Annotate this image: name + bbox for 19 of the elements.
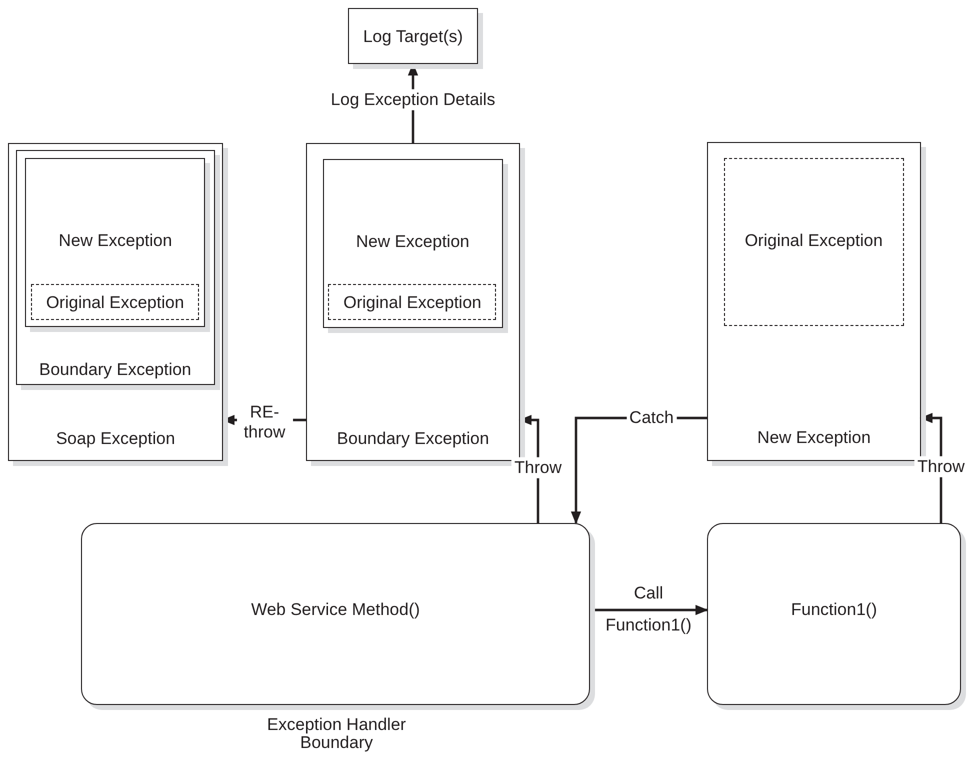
node-label: Boundary Exception [38, 360, 192, 380]
wrapped-exception-box [328, 284, 496, 320]
node-label: Boundary Exception [336, 429, 490, 449]
node-label: Original Exception [744, 230, 884, 250]
node-label: Original Exception [45, 293, 186, 313]
node-label: Log Target(s) [362, 27, 464, 47]
node-label: New Exception [58, 232, 174, 252]
node-label: Web Service Method() [250, 600, 421, 620]
edge-label: Throw [511, 456, 565, 478]
node-caption: Exception Handler Boundary [266, 716, 407, 753]
edge-label: Call Function1() [604, 582, 692, 637]
node-label: Original Exception [342, 294, 482, 314]
node-label: New Exception [756, 428, 872, 448]
node-label: Soap Exception [54, 429, 176, 449]
wrapped-exception-box [724, 158, 904, 326]
wrapped-exception-box [31, 284, 200, 320]
edge-label: Throw [914, 456, 968, 478]
node-label: New Exception [354, 232, 470, 252]
node-label: Function1() [790, 600, 878, 620]
